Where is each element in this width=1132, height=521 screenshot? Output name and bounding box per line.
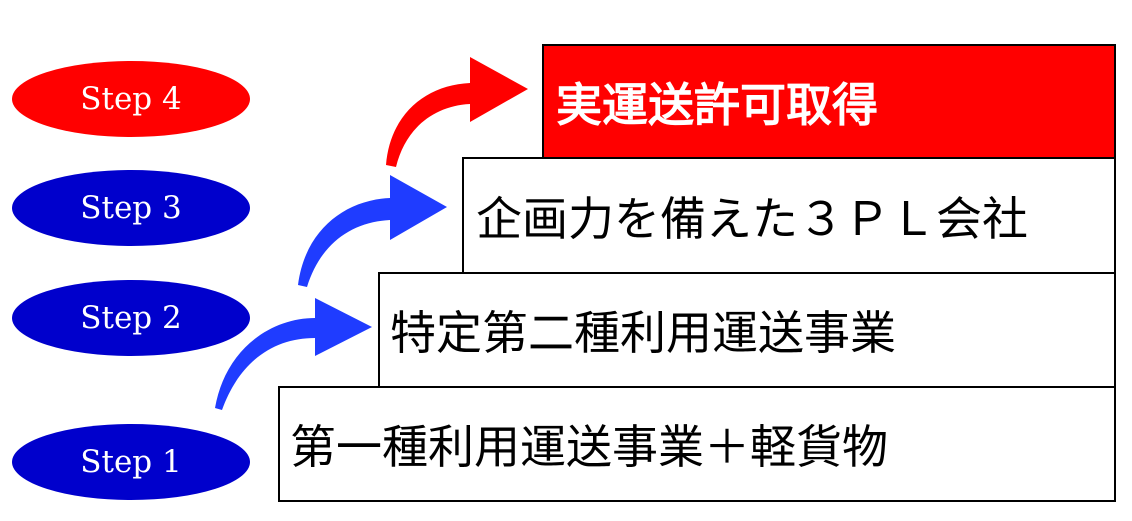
- stair-step-1: 第一種利用運送事業＋軽貨物: [278, 386, 1116, 502]
- step-4-pill: Step 4: [12, 61, 250, 137]
- stair-step-4: 実運送許可取得: [542, 44, 1116, 159]
- arrow-step3-to-step4: [386, 57, 528, 167]
- stair-step-3: 企画力を備えた３ＰＬ会社: [462, 157, 1116, 274]
- step-4-label: Step 4: [80, 81, 182, 117]
- stair-step-4-text: 実運送許可取得: [556, 77, 878, 132]
- arrow-step1-to-step2: [215, 298, 372, 410]
- step-2-label: Step 2: [80, 300, 182, 336]
- step-1-pill: Step 1: [12, 424, 250, 500]
- step-2-pill: Step 2: [12, 280, 250, 356]
- stair-step-2: 特定第二種利用運送事業: [378, 272, 1116, 388]
- step-3-label: Step 3: [80, 190, 182, 226]
- stair-step-2-text: 特定第二種利用運送事業: [390, 306, 896, 360]
- step-1-label: Step 1: [80, 444, 182, 480]
- step-3-pill: Step 3: [12, 170, 250, 246]
- stair-step-1-text: 第一種利用運送事業＋軽貨物: [290, 420, 888, 474]
- stair-step-3-text: 企画力を備えた３ＰＬ会社: [476, 191, 1028, 246]
- arrow-step2-to-step3: [298, 175, 447, 287]
